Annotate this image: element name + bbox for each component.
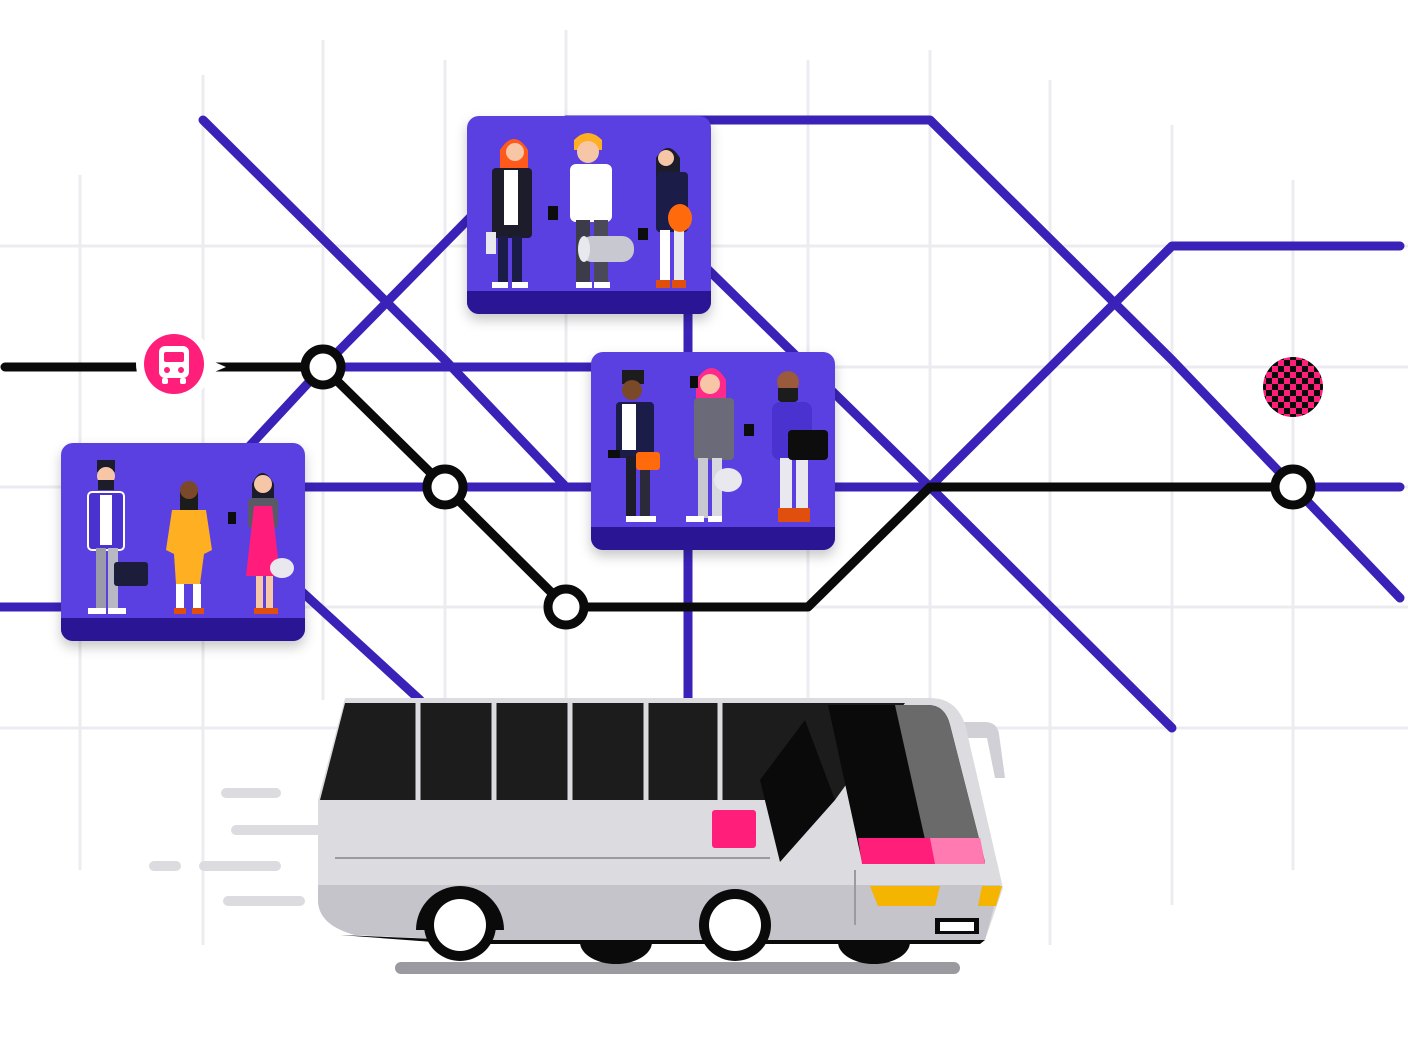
person-woman-yellow-coat bbox=[166, 481, 212, 614]
station-2 bbox=[422, 464, 468, 510]
window-pillars bbox=[415, 703, 723, 800]
route-purple-c bbox=[295, 585, 425, 705]
window-band bbox=[320, 703, 905, 800]
bus-icon bbox=[144, 334, 204, 394]
route-purple-f bbox=[925, 241, 1405, 492]
stations bbox=[300, 344, 1316, 630]
headlight bbox=[870, 886, 940, 906]
passenger-card-left bbox=[61, 443, 305, 641]
passenger-card-top bbox=[467, 116, 711, 314]
person-man-bald-beard bbox=[744, 371, 828, 522]
wheel-rear bbox=[416, 886, 504, 961]
pink-logo-panel bbox=[712, 810, 756, 848]
passenger-card-middle bbox=[591, 352, 835, 550]
bus-shadow bbox=[395, 962, 960, 974]
person-woman-pink-dress bbox=[228, 473, 294, 614]
person-woman-red-hair bbox=[486, 139, 532, 288]
person-man-orange-bag bbox=[608, 370, 660, 522]
route-purple-a bbox=[198, 115, 571, 492]
station-4 bbox=[1270, 464, 1316, 510]
motion-lines bbox=[149, 788, 323, 906]
bus-stop-marker bbox=[136, 326, 226, 402]
person-woman-pink-hair-phone bbox=[686, 368, 742, 522]
person-man-briefcase bbox=[87, 460, 148, 614]
checkered-flag-icon bbox=[1263, 357, 1323, 417]
person-woman-orange-bag bbox=[638, 148, 692, 288]
coach-bus bbox=[318, 698, 1005, 974]
station-3 bbox=[543, 584, 589, 630]
wheel-front bbox=[699, 889, 771, 961]
station-1 bbox=[300, 344, 346, 390]
person-man-duffel-bag bbox=[548, 133, 634, 288]
